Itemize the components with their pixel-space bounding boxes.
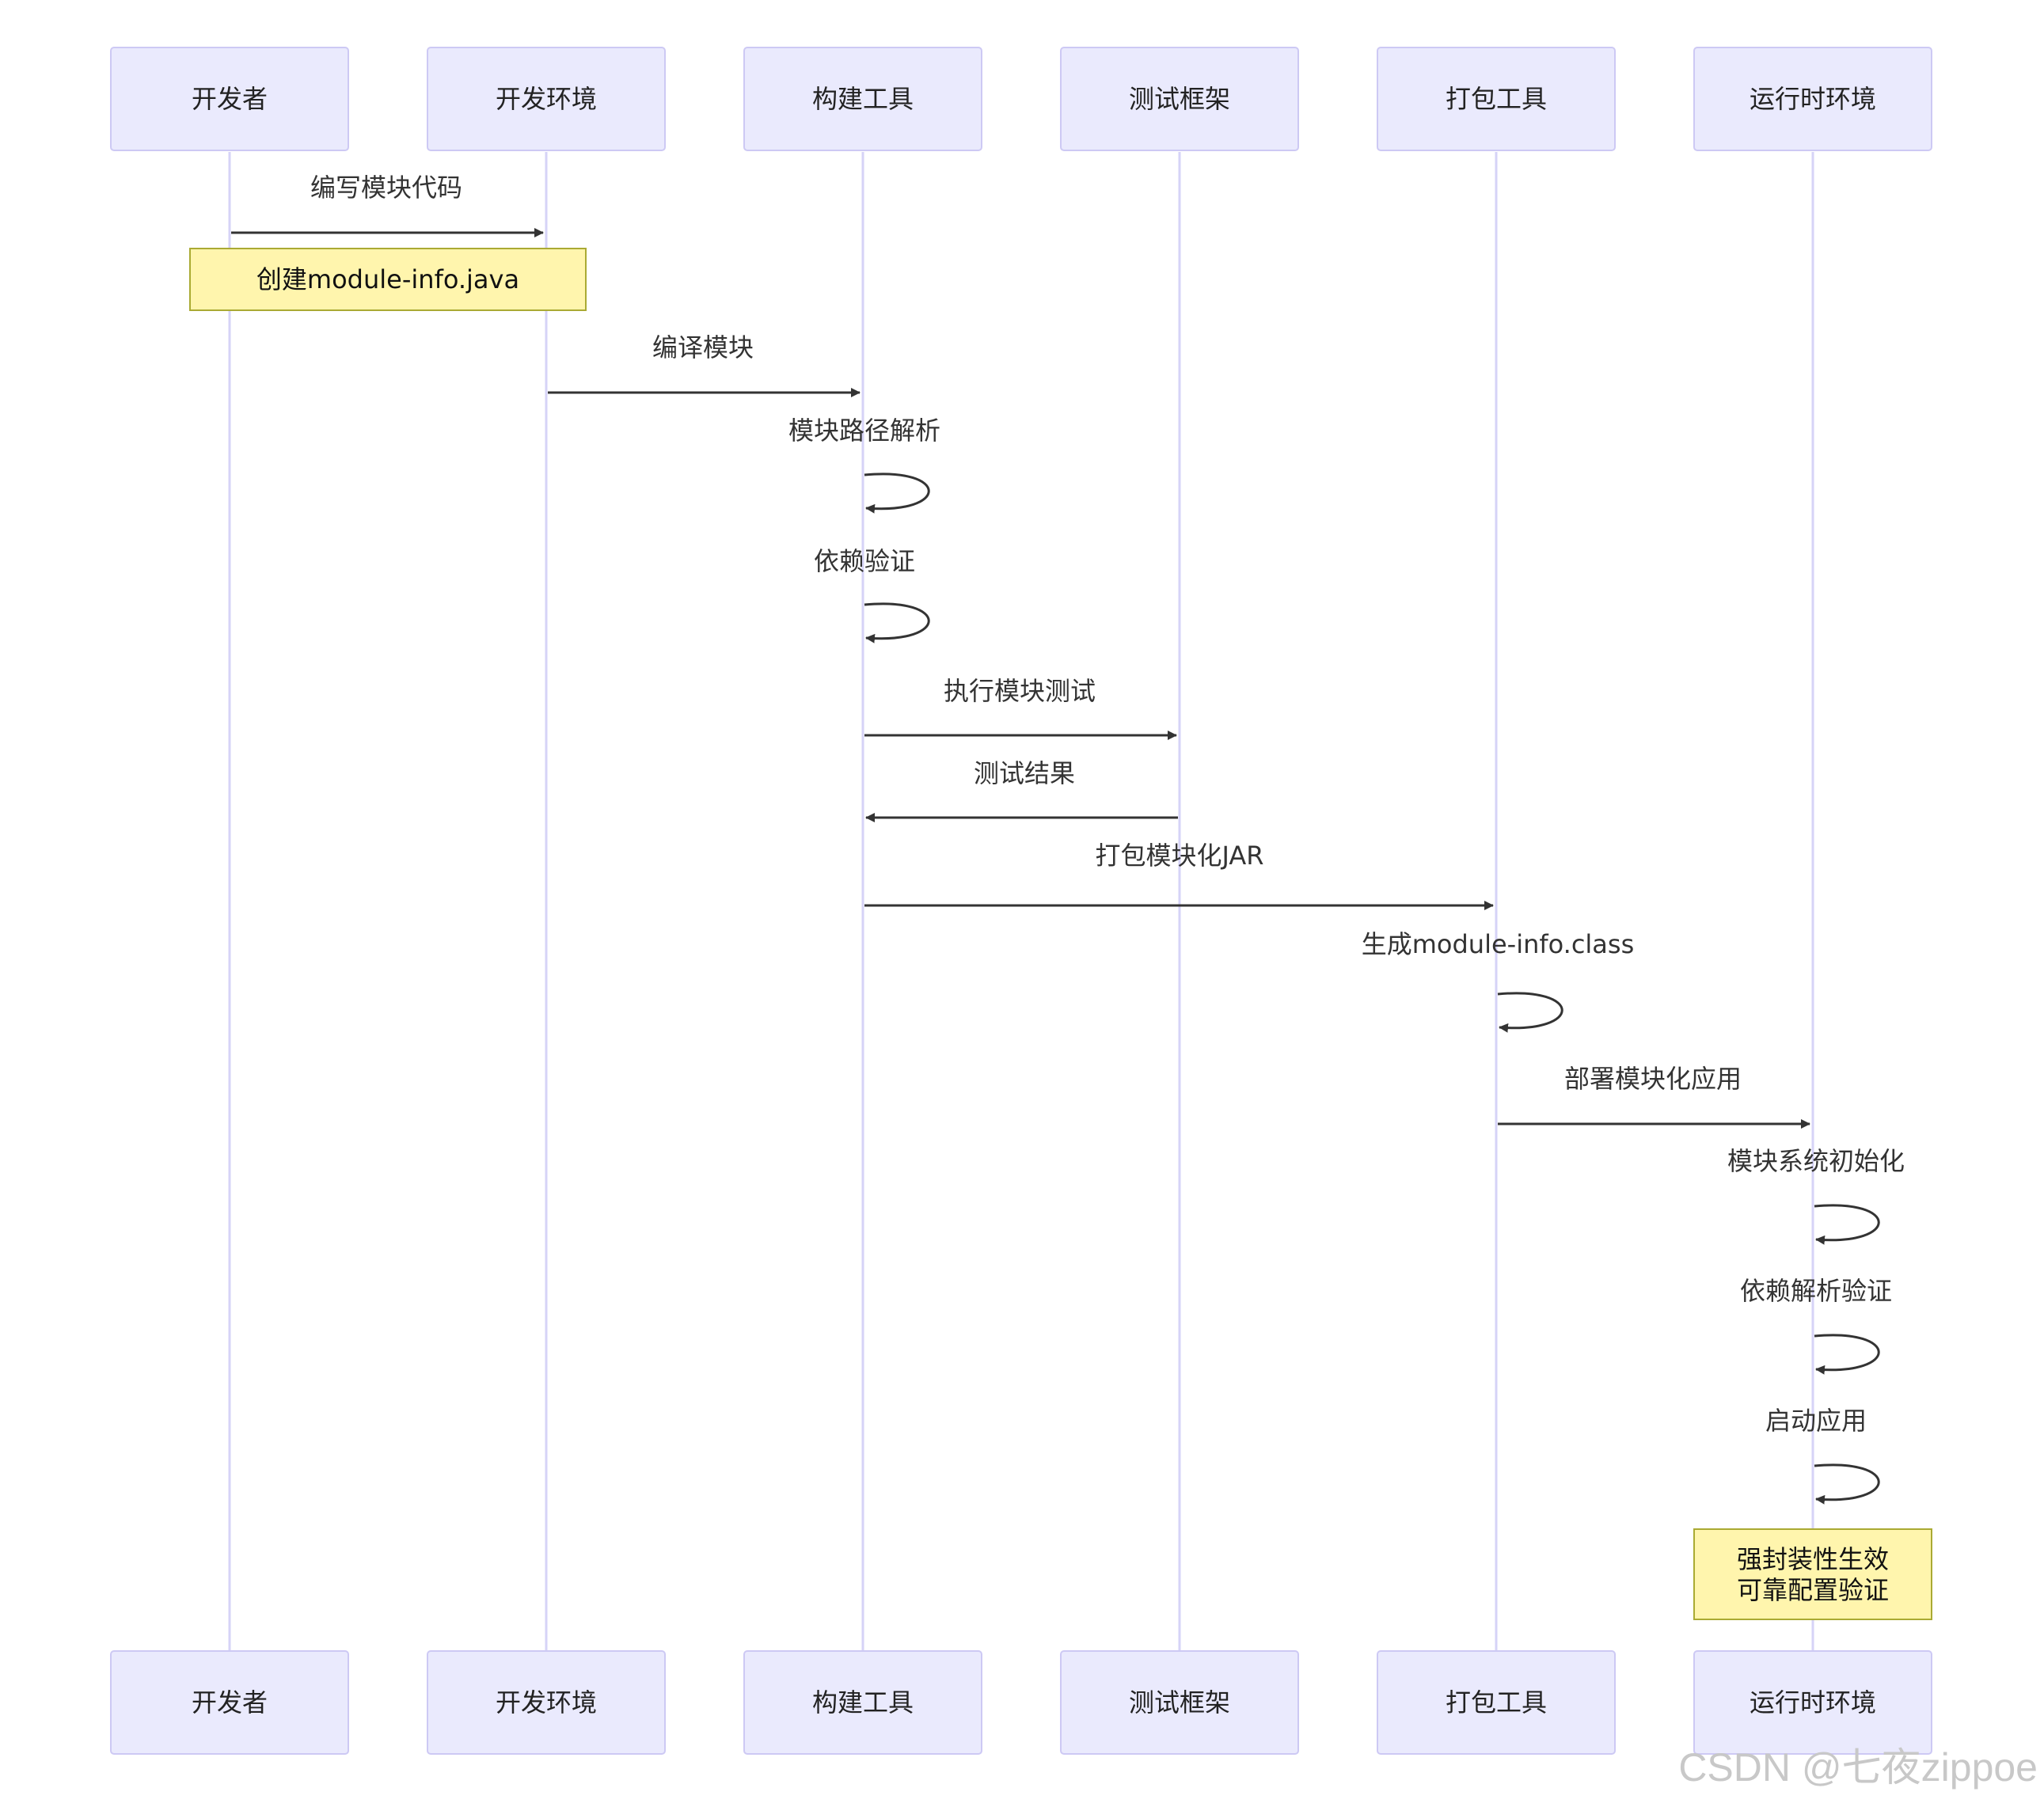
note-create-module-info: 创建module-info.java — [189, 248, 587, 311]
actor-build-tool-top: 构建工具 — [743, 47, 982, 151]
note-create-module-info-text: 创建module-info.java — [256, 264, 519, 294]
message-run-module-tests: 执行模块测试 — [864, 676, 1177, 740]
note-strong-encapsulation-line-1: 强封装性生效 — [1737, 1544, 1889, 1574]
message-test-results-label: 测试结果 — [974, 758, 1075, 788]
actor-packaging-tool-top: 打包工具 — [1377, 47, 1616, 151]
message-test-results: 测试结果 — [865, 758, 1178, 822]
actor-test-framework-top: 测试框架 — [1060, 47, 1299, 151]
message-module-path-resolution-label: 模块路径解析 — [788, 416, 940, 446]
message-write-code: 编写模块代码 — [231, 173, 544, 237]
actor-runtime-top-label: 运行时环境 — [1750, 84, 1876, 114]
actor-build-tool-bottom-label: 构建工具 — [812, 1687, 914, 1718]
actor-test-framework-bottom-label: 测试框架 — [1129, 1687, 1230, 1718]
actor-build-tool-top-label: 构建工具 — [812, 84, 914, 114]
actor-developer-top-label: 开发者 — [192, 84, 268, 114]
message-start-application: 启动应用 — [1765, 1406, 1880, 1505]
actor-developer-bottom-label: 开发者 — [192, 1687, 268, 1718]
actor-build-tool-bottom: 构建工具 — [743, 1650, 982, 1755]
message-module-path-resolution: 模块路径解析 — [788, 416, 940, 514]
watermark: CSDN @七夜zippoe — [1678, 1745, 2038, 1790]
actor-packaging-tool-top-label: 打包工具 — [1446, 84, 1547, 114]
actor-ide-bottom-label: 开发环境 — [496, 1687, 597, 1718]
message-deploy-modular-app: 部署模块化应用 — [1498, 1064, 1810, 1129]
actor-developer-top: 开发者 — [110, 47, 349, 151]
message-dependency-validation: 依赖验证 — [814, 546, 930, 643]
message-compile-module: 编译模块 — [548, 332, 861, 397]
message-dependency-validation-label: 依赖验证 — [814, 546, 915, 576]
actor-ide-top: 开发环境 — [427, 47, 666, 151]
message-dependency-resolution-validation: 依赖解析验证 — [1740, 1276, 1892, 1375]
actor-runtime-bottom-label: 运行时环境 — [1750, 1687, 1876, 1718]
note-strong-encapsulation: 强封装性生效 可靠配置验证 — [1693, 1528, 1932, 1620]
actor-test-framework-top-label: 测试框架 — [1129, 84, 1230, 114]
actor-developer-bottom: 开发者 — [110, 1650, 349, 1755]
message-run-module-tests-label: 执行模块测试 — [944, 676, 1096, 706]
note-strong-encapsulation-line-2: 可靠配置验证 — [1737, 1575, 1889, 1605]
message-package-modular-jar: 打包模块化JAR — [864, 841, 1494, 910]
message-module-system-init: 模块系统初始化 — [1727, 1146, 1905, 1245]
message-write-code-label: 编写模块代码 — [310, 173, 462, 203]
actor-packaging-tool-bottom: 打包工具 — [1377, 1650, 1616, 1755]
actor-ide-top-label: 开发环境 — [496, 84, 597, 114]
message-module-system-init-label: 模块系统初始化 — [1727, 1146, 1905, 1176]
message-deploy-modular-app-label: 部署模块化应用 — [1564, 1064, 1742, 1094]
actor-ide-bottom: 开发环境 — [427, 1650, 666, 1755]
message-compile-module-label: 编译模块 — [652, 332, 754, 362]
message-generate-module-info-class: 生成module-info.class — [1362, 929, 1635, 1033]
message-generate-module-info-class-label: 生成module-info.class — [1362, 929, 1635, 959]
actor-runtime-top: 运行时环境 — [1693, 47, 1932, 151]
message-package-modular-jar-label: 打包模块化JAR — [1095, 841, 1263, 871]
message-start-application-label: 启动应用 — [1765, 1406, 1867, 1436]
actor-test-framework-bottom: 测试框架 — [1060, 1650, 1299, 1755]
actor-packaging-tool-bottom-label: 打包工具 — [1446, 1687, 1547, 1718]
actor-runtime-bottom: 运行时环境 — [1693, 1650, 1932, 1755]
message-dependency-resolution-validation-label: 依赖解析验证 — [1740, 1276, 1892, 1306]
